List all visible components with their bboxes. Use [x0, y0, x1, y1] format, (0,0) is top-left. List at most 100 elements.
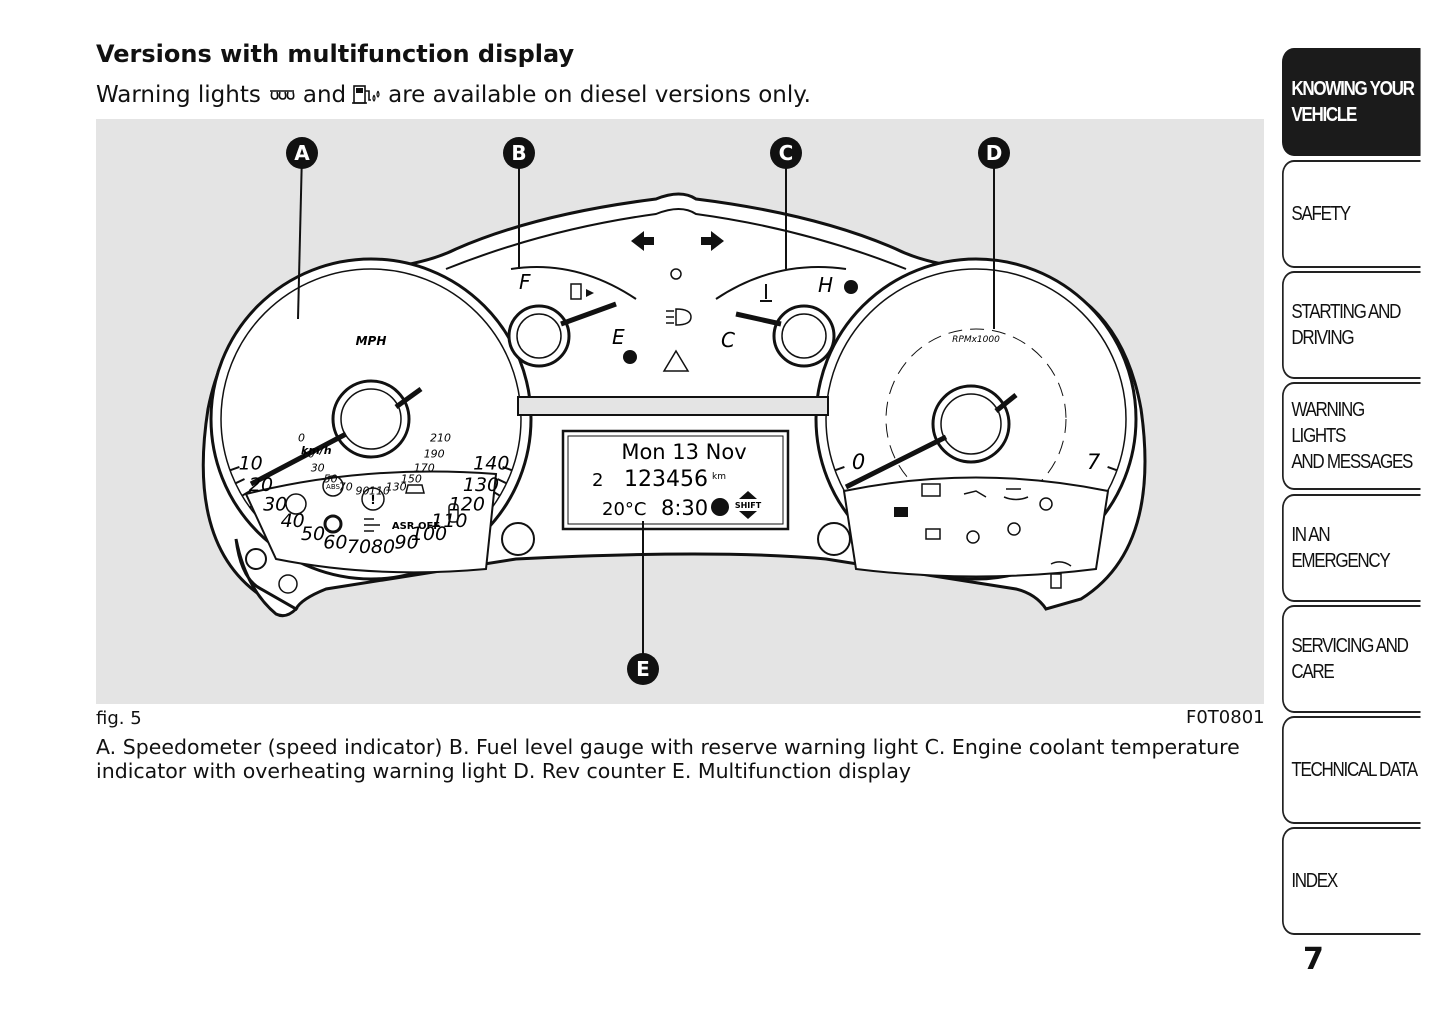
callout-circle [503, 137, 535, 169]
tab-servicing-and-care[interactable]: SERVICING AND CARE [1282, 605, 1421, 713]
mph-label: 140 [473, 452, 509, 474]
tab-in-an-emergency[interactable]: IN AN EMERGENCY [1282, 494, 1421, 602]
fuel-gauge: F E [507, 266, 637, 368]
center-indicators [631, 231, 724, 372]
section-heading: Versions with multifunction display [96, 40, 575, 68]
kmh-label: 170 [414, 461, 435, 474]
overheat-light [844, 280, 858, 294]
gauge-tick [229, 465, 240, 472]
gauge-tick [235, 478, 245, 485]
mph-label: 30 [263, 494, 287, 516]
front-fog-icon [364, 518, 380, 532]
right-turn-icon [701, 231, 724, 251]
cruise-control-icon [278, 574, 298, 594]
oil-pressure-icon [963, 490, 987, 498]
speedo-unit-kmh: km/h [301, 444, 332, 457]
coolant-icon [760, 284, 772, 302]
mph-label: 50 [301, 523, 325, 545]
rpm-label: 0 [852, 450, 865, 474]
tab-label: INDEX [1291, 870, 1338, 892]
brake-pad-wear-icon [285, 493, 307, 515]
kmh-label: 190 [424, 447, 445, 460]
cruise-pod [245, 548, 298, 594]
figure-label: fig. 5 [96, 708, 142, 729]
tab-technical-data[interactable]: TECHNICAL DATA [1282, 716, 1421, 824]
general-warning-icon [662, 349, 690, 372]
kmh-label: 10 [301, 447, 315, 460]
asr-off-icon: ASR OFF [392, 521, 440, 532]
fuel-pump-icon [570, 283, 582, 300]
esp-icon [405, 484, 425, 494]
display-gear: 2 [592, 470, 603, 491]
tab-warning-lights[interactable]: WARNING LIGHTS AND MESSAGES [1282, 382, 1421, 490]
kmh-label: 150 [401, 473, 422, 486]
front-fog-light-icon [501, 522, 535, 556]
callout-letter: E [636, 657, 650, 681]
engine-fault-icon [894, 507, 908, 517]
cluster-top-band [445, 208, 907, 270]
left-turn-icon [631, 231, 654, 251]
figure-caption: A. Speedometer (speed indicator) B. Fuel… [96, 735, 1240, 783]
callout-circle [286, 137, 318, 169]
rev-unit: RPMx1000 [952, 335, 1000, 345]
sidelights-icon [670, 268, 682, 280]
kmh-label: 130 [386, 480, 407, 493]
shift-indicator: SHIFT [735, 501, 762, 510]
mph-label: 60 [323, 532, 347, 554]
display-odometer-unit: km [712, 472, 726, 482]
mph-label: 90 [395, 532, 419, 554]
gauge-tick [497, 478, 507, 485]
mph-label: 10 [239, 452, 263, 474]
kmh-label: 30 [311, 461, 325, 474]
battery-icon [921, 483, 941, 497]
display-odometer: 123456 [624, 467, 708, 492]
callout-letter: C [779, 141, 794, 165]
temp-gauge: H C [715, 266, 858, 368]
callout-marker-d: D [978, 137, 1010, 169]
kmh-label: 0 [298, 432, 305, 445]
gauge-tick [502, 465, 513, 472]
airbag-icon [1007, 522, 1021, 536]
water-in-fuel-icon [352, 85, 380, 104]
tab-label: SAFETY [1291, 203, 1351, 225]
multifunction-display: Mon 13 Nov 2 123456 km 20°C 8:30 SHIFT [561, 429, 790, 531]
tab-label: TECHNICAL DATA [1291, 759, 1418, 781]
callout-marker-c: C [770, 137, 802, 169]
intro-before: Warning lights [96, 82, 261, 108]
abs-label: ABS [326, 483, 340, 491]
glow-plug-icon [269, 90, 295, 100]
callout-marker-a: A [286, 137, 318, 169]
intro-text: Warning lights and are available on dies… [96, 82, 811, 108]
fuel-full-label: F [519, 270, 531, 294]
kmh-label: 210 [430, 432, 451, 445]
oil-level-icon [1003, 488, 1029, 501]
immobilizer-icon [925, 528, 941, 540]
intro-after: are available on diesel versions only. [388, 82, 811, 108]
center-band [517, 396, 829, 416]
mph-label: 40 [281, 510, 305, 532]
temp-hot-label: H [818, 273, 833, 297]
tab-safety[interactable]: SAFETY [1282, 160, 1421, 268]
callout-letter: B [511, 141, 526, 165]
callout-marker-b: B [503, 137, 535, 169]
main-beam-icon [675, 308, 692, 326]
display-temperature: 20°C [602, 499, 646, 520]
brake-warning-icon [361, 487, 385, 511]
gauge-tick [834, 465, 845, 472]
intro-and: and [302, 82, 347, 108]
tyre-pressure-icon [966, 530, 980, 544]
tab-index[interactable]: INDEX [1282, 827, 1421, 935]
tab-knowing-your-vehicle[interactable]: KNOWING YOUR VEHICLE [1282, 48, 1421, 156]
tab-starting-and-driving[interactable]: STARTING AND DRIVING [1282, 271, 1421, 379]
rear-fog-light-icon [817, 522, 851, 556]
rev-counter: RPMx1000 01234567 [814, 257, 1138, 589]
mph-label: 20 [249, 474, 273, 496]
callout-circle [770, 137, 802, 169]
page-number: 7 [1303, 942, 1324, 977]
callouts [297, 152, 995, 654]
mph-label: 100 [411, 523, 447, 545]
seat-belt-icon [1039, 497, 1053, 511]
kmh-label: 90 [356, 484, 370, 497]
